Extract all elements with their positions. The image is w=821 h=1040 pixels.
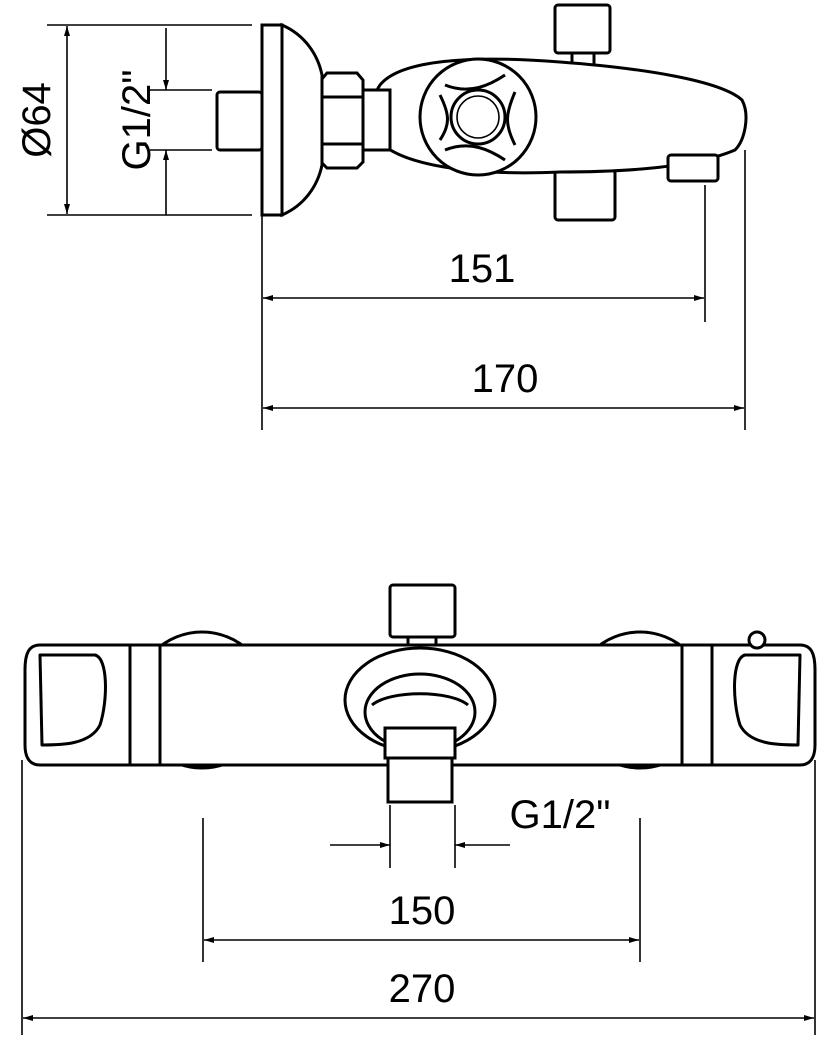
dim-spout-label: 151 [449,247,516,291]
spout-outlet [666,153,720,183]
dim-thread-label: G1/2" [510,793,611,837]
hex-nut [319,71,365,170]
dim-diameter-label: Ø64 [15,82,59,158]
front-view: G1/2" 150 270 [21,583,817,1035]
dim-width-label: 270 [389,967,456,1011]
dim-centers-label: 150 [389,889,456,933]
dimension-lines [21,760,816,1035]
wall-flange [215,22,324,218]
connector [360,88,392,152]
bottom-outlet [383,726,457,804]
top-view: Ø64 G1/2" 151 170 [15,3,748,430]
temperature-knob [418,57,538,177]
dimension-lines [47,24,746,430]
handle-left [38,645,162,765]
handle-right [680,645,802,765]
dim-thread-label: G1/2" [115,70,159,171]
safety-button [747,630,767,650]
dim-depth-label: 170 [472,357,539,401]
